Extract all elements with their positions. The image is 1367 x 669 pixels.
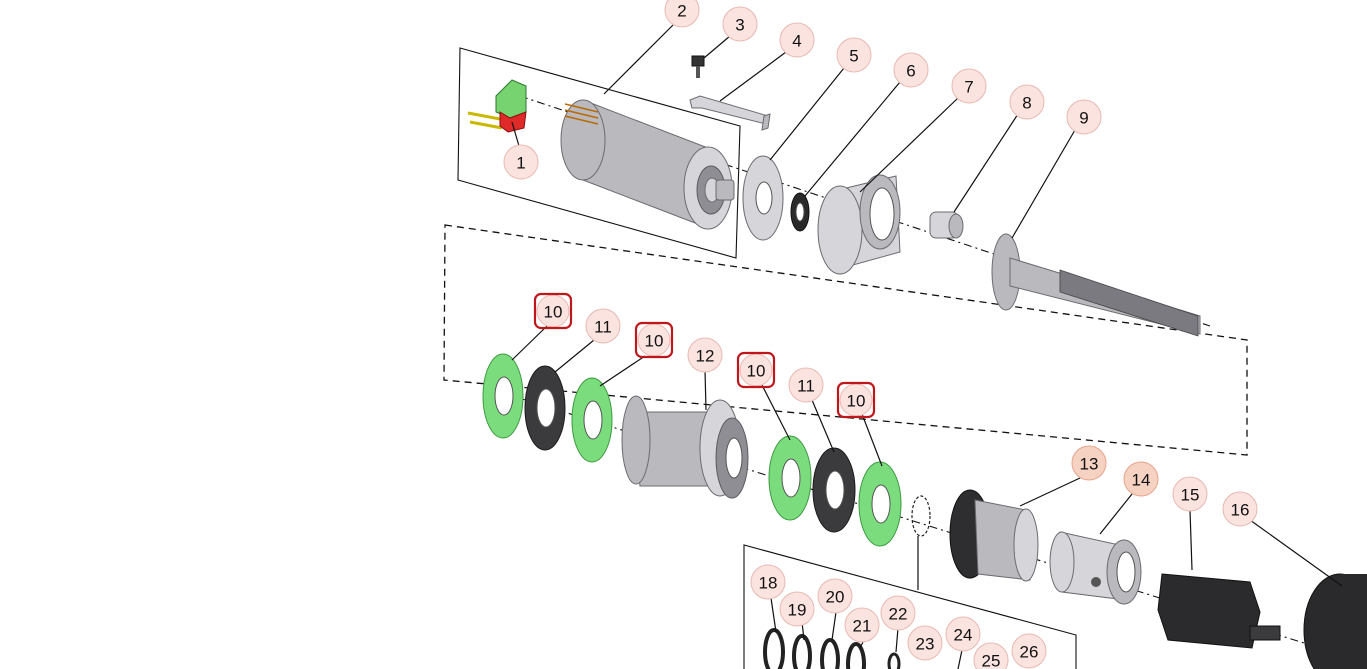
callout-number: 10 <box>544 303 563 322</box>
shaft-group-frame <box>443 224 1248 456</box>
part-threaded-shaft <box>991 233 1201 337</box>
part-bushing <box>621 395 749 499</box>
callout-number: 16 <box>1231 501 1250 520</box>
seal-kit-frame <box>743 544 1077 669</box>
part-motor <box>560 99 735 230</box>
part-ring-gear <box>817 174 901 275</box>
callout-13: 13 <box>1071 445 1107 481</box>
callout-19: 19 <box>779 591 815 627</box>
callout-number: 2 <box>677 2 686 21</box>
part-circlip <box>911 495 931 537</box>
callout-number: 7 <box>964 78 973 97</box>
callout-number: 3 <box>735 16 744 35</box>
callout-7: 7 <box>951 68 987 104</box>
callout-15: 15 <box>1172 476 1208 512</box>
callout-number: 10 <box>847 392 866 411</box>
callout-number: 18 <box>759 574 778 593</box>
callout-25: 25 <box>973 642 1009 669</box>
callout-4: 4 <box>779 22 815 58</box>
callout-11: 11 <box>788 367 824 403</box>
callout-number: 8 <box>1022 94 1031 113</box>
callout-21: 21 <box>844 607 880 643</box>
washer-11-a <box>524 365 566 451</box>
callout-10: 10 <box>533 292 573 330</box>
callout-23: 23 <box>907 625 943 661</box>
callout-12: 12 <box>687 337 723 373</box>
callout-16: 16 <box>1222 491 1258 527</box>
callout-number: 21 <box>853 617 872 636</box>
part-pinion <box>929 211 964 239</box>
washer-10-b <box>571 377 613 463</box>
callout-number: 1 <box>516 154 525 173</box>
callout-number: 12 <box>696 347 715 366</box>
callout-18: 18 <box>750 564 786 600</box>
callout-10: 10 <box>634 321 674 359</box>
callout-1: 1 <box>503 144 539 180</box>
part-sensor-block <box>1157 573 1281 649</box>
washer-10-d <box>858 461 902 547</box>
callout-20: 20 <box>817 578 853 614</box>
callout-8: 8 <box>1009 84 1045 120</box>
callout-5: 5 <box>836 37 872 73</box>
washer-11-b <box>812 447 856 533</box>
callout-3: 3 <box>722 6 758 42</box>
callout-number: 13 <box>1080 455 1099 474</box>
washer-10-a <box>482 353 524 439</box>
callout-14: 14 <box>1123 461 1159 497</box>
washer-10-c <box>768 435 812 521</box>
part-bracket <box>689 95 771 131</box>
callout-number: 5 <box>849 47 858 66</box>
callout-6: 6 <box>893 52 929 88</box>
callout-number: 15 <box>1181 486 1200 505</box>
callout-labels: 1234567891011101210111013141516181920212… <box>503 0 1258 669</box>
callout-22: 22 <box>880 595 916 631</box>
part-connector <box>467 79 527 133</box>
callout-number: 14 <box>1132 471 1151 490</box>
callout-number: 10 <box>747 362 766 381</box>
callout-10: 10 <box>736 351 776 389</box>
callout-number: 20 <box>826 588 845 607</box>
motor-group-frame <box>457 47 741 259</box>
callout-2: 2 <box>664 0 700 28</box>
callout-number: 11 <box>797 377 815 396</box>
callout-10: 10 <box>836 381 876 419</box>
part-sleeve <box>949 489 1039 582</box>
callout-26: 26 <box>1011 633 1047 669</box>
callout-number: 24 <box>954 626 973 645</box>
part-end-cap <box>1303 573 1367 669</box>
callout-number: 4 <box>792 32 801 51</box>
callout-11: 11 <box>585 308 621 344</box>
seal-kit-rings <box>763 628 901 669</box>
part-screw <box>691 55 705 78</box>
callout-24: 24 <box>945 616 981 652</box>
callout-number: 6 <box>906 62 915 81</box>
callout-number: 10 <box>645 332 664 351</box>
callout-number: 22 <box>889 605 908 624</box>
callout-9: 9 <box>1066 99 1102 135</box>
callout-number: 9 <box>1079 109 1088 128</box>
part-lock-washer <box>790 192 810 232</box>
callout-number: 23 <box>916 635 935 654</box>
callout-number: 26 <box>1020 643 1039 662</box>
leader-lines <box>511 24 1343 669</box>
callout-number: 25 <box>982 652 1001 669</box>
part-disc <box>742 155 784 241</box>
callout-number: 11 <box>594 318 612 337</box>
part-collar <box>1049 531 1142 605</box>
callout-number: 19 <box>788 601 807 620</box>
